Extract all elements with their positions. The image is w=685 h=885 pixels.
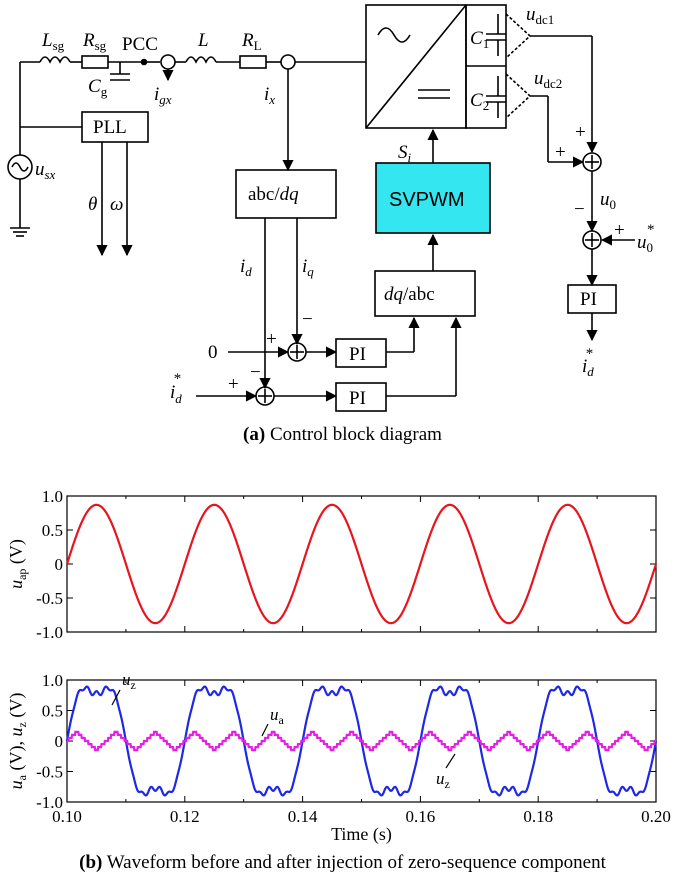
svg-text:PI: PI [349,388,366,409]
plot-ua-uz: 1.0 0.5 0 -0.5 -1.00.10 0.12 0.14 0.16 0.18 0.20T… [6,670,671,845]
svg-text:−: − [250,362,261,383]
svg-text:udc1: udc1 [526,4,554,27]
svg-text:PLL: PLL [93,117,127,138]
svg-text:RL: RL [241,30,262,53]
svg-text:+: + [266,329,277,350]
series-line-s0 [65,503,658,625]
svg-text:abc/dq: abc/dq [248,184,299,205]
svg-text:dq/abc: dq/abc [384,284,435,305]
caption-a: (a) Control block diagram [243,424,442,445]
x-tick-label: 0.14 [288,807,318,826]
annotation-label: uz [436,769,450,791]
y-axis-label: ua (V), uz (V) [6,693,29,790]
l-inductor [185,56,217,64]
dq-abc-block [374,270,476,317]
svg-text:u0: u0 [600,189,616,212]
x-axis-label: Time (s) [331,824,392,845]
y-tick-label: 0.5 [42,521,63,540]
x-tick-label: 0.18 [523,807,553,826]
pcc-node [140,58,148,66]
x-tick-label: 0.16 [406,807,436,826]
svg-text:C2: C2 [470,90,489,113]
svg-text:u0*: u0* [637,222,655,255]
svg-text:id: id [240,256,252,279]
svg-text:Cg: Cg [88,76,108,99]
plot-uap: 1.0 0.5 0 -0.5 -1.0 uap (V) [6,487,658,642]
y-tick-label: -1.0 [36,793,63,812]
pcc-label: PCC [122,34,158,55]
abc-dq-block [235,169,337,219]
annotation-label: ua [270,705,285,727]
svg-text:usx: usx [35,159,56,182]
svg-text:+: + [555,142,566,163]
x-tick-label: 0.10 [52,807,82,826]
control-block-diagram [7,4,635,412]
svg-text:PI: PI [580,289,597,310]
svg-text:id*: id* [582,346,594,379]
y-tick-label: -0.5 [36,589,63,608]
y-axis-label: uap (V) [6,539,29,589]
x-tick-label: 0.20 [641,807,671,826]
svg-text:iq: iq [302,256,314,279]
series-line-u_a [67,730,656,752]
y-tick-label: -1.0 [36,623,63,642]
rsg-resistor [81,55,109,69]
annotation-label: uz [122,670,136,692]
x-tick-label: 0.12 [170,807,200,826]
svg-text:θ: θ [88,194,97,215]
pi-block-q [335,338,387,368]
svg-text:Rsg: Rsg [82,30,107,53]
svg-text:+: + [614,220,625,241]
y-tick-label: 1.0 [42,487,63,506]
svg-text:+: + [228,374,239,395]
svg-text:+: + [575,122,586,143]
y-tick-label: 0.5 [42,702,63,721]
svg-text:Si: Si [398,142,412,165]
y-tick-label: 1.0 [42,671,63,690]
svg-text:C1: C1 [470,28,489,51]
ix-sensor [280,54,296,70]
pll-block [81,111,149,143]
svg-text:−: − [302,309,313,330]
y-tick-label: 0 [55,732,64,751]
svg-text:Lsg: Lsg [41,30,65,53]
svg-text:−: − [574,199,585,220]
svg-text:ix: ix [264,84,275,107]
svg-text:ω: ω [110,194,123,215]
svg-text:igx: igx [154,84,172,107]
lsg-inductor [39,56,71,64]
diagram-labels: Lsg Rsg PCC L RL Cg igx ix usx θ ω PLL C… [35,4,655,409]
igx-sensor [160,54,176,70]
svg-text:0: 0 [208,342,218,363]
svg-text:id*: id* [170,371,182,406]
pi-block-d [335,382,387,412]
caption-b: (b) Waveform before and after injection … [79,852,606,873]
svpwm-block [375,162,491,234]
svg-text:PI: PI [349,344,366,365]
rl-resistor [239,55,267,69]
svg-text:L: L [197,30,209,51]
y-tick-label: 0 [55,555,64,574]
svg-text:udc2: udc2 [534,68,562,91]
svpwm-label: SVPWM [389,189,465,211]
y-tick-label: -0.5 [36,763,63,782]
